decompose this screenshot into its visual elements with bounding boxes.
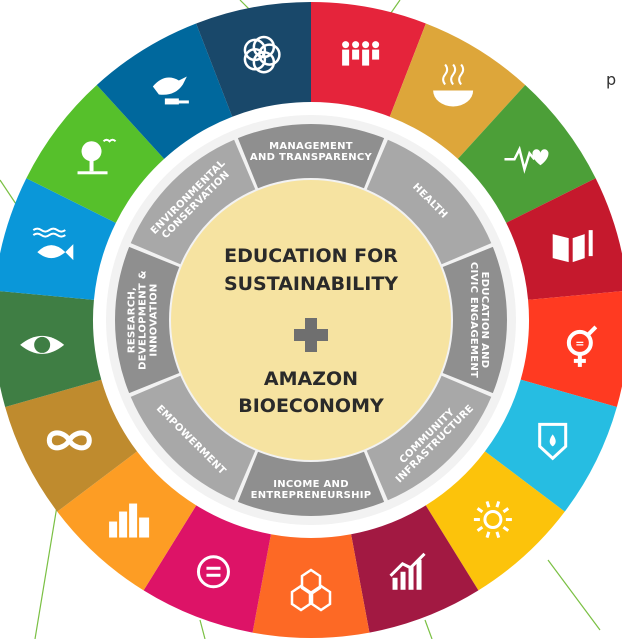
sdg-segment — [252, 534, 370, 638]
theme-segment — [366, 139, 492, 265]
decor-line — [199, 619, 206, 639]
theme-label-line: AND TRANSPARENCY — [250, 152, 373, 163]
food-bowl-icon — [433, 63, 474, 107]
theme-label-line: INNOVATION — [149, 283, 160, 356]
sdg-segment — [425, 451, 565, 591]
theme-segment — [130, 375, 256, 501]
decor-line — [547, 559, 601, 631]
center-line-1: EDUCATION FOR — [224, 245, 398, 267]
book-pencil-icon — [552, 230, 593, 263]
infinity-icon — [46, 430, 92, 451]
decor-line — [424, 619, 433, 639]
eye-globe-icon — [20, 335, 65, 354]
sdg-segment — [457, 84, 596, 223]
theme-segment — [237, 451, 385, 516]
city-buildings-icon — [109, 503, 150, 538]
equality-icon — [196, 555, 230, 589]
energy-sun-icon — [473, 500, 512, 539]
growth-chart-icon — [389, 552, 426, 590]
sdg-segment — [0, 178, 116, 300]
people-family-icon — [342, 41, 380, 66]
theme-segment — [366, 375, 492, 501]
sdg-segment — [484, 379, 617, 512]
theme-segment-label: RESEARCH,DEVELOPMENT &INNOVATION — [127, 270, 160, 370]
sdg-segment — [351, 505, 479, 633]
partnership-flower-icon — [243, 35, 281, 74]
theme-segment — [442, 246, 507, 394]
center-title: EDUCATION FOR SUSTAINABILITY AMAZON BIOE… — [224, 245, 398, 417]
decor-line — [34, 499, 59, 639]
dove-gavel-icon — [152, 76, 189, 105]
theme-segment — [114, 246, 180, 394]
svg-text:=: = — [575, 337, 584, 350]
theme-label-line: DEVELOPMENT & — [138, 270, 149, 370]
gender-equality-icon: = — [566, 325, 598, 367]
theme-label-line: ENTREPRENEURSHIP — [251, 490, 372, 501]
center-line-3: AMAZON — [264, 368, 358, 390]
theme-label-line: RESEARCH, — [127, 287, 138, 353]
theme-label-line: EDUCATION AND — [479, 272, 490, 369]
theme-label-line: CIVIC ENGAGEMENT — [468, 262, 479, 378]
water-drop-icon — [538, 422, 568, 461]
fish-icon — [32, 227, 74, 261]
tree-birds-icon — [77, 138, 117, 175]
theme-segment — [237, 124, 385, 189]
theme-label-line: INCOME AND — [273, 479, 349, 490]
heartbeat-icon — [504, 145, 549, 174]
cropped-text-fragment: p — [606, 70, 617, 89]
center-line-4: BIOECONOMY — [238, 395, 384, 417]
theme-segment — [130, 139, 256, 265]
center-line-2: SUSTAINABILITY — [224, 273, 398, 295]
theme-label-line: MANAGEMENT — [269, 141, 353, 152]
cubes-icon — [290, 568, 332, 612]
plus-icon — [294, 318, 328, 352]
